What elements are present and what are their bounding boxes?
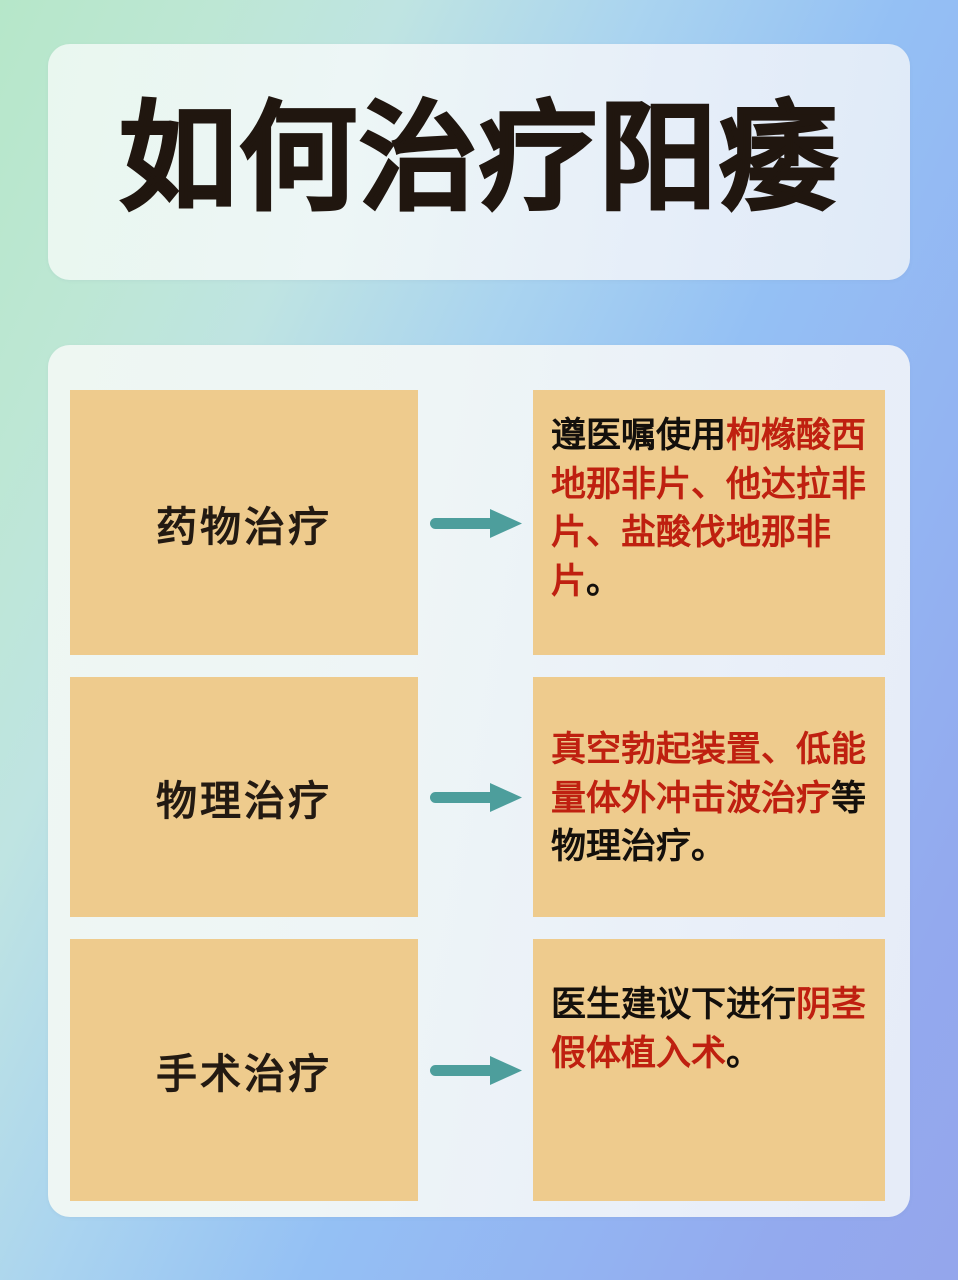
right-arrow-icon: [429, 508, 522, 538]
treatment-label: 药物治疗: [156, 502, 332, 551]
highlighted-term: 阴茎假体植入术: [551, 985, 867, 1074]
treatment-label-box: 药物治疗: [70, 390, 418, 655]
treatment-label: 手术治疗: [156, 1050, 332, 1098]
arrow-column: [418, 939, 533, 1201]
treatment-label-box: 物理治疗: [70, 677, 418, 917]
page-title: 如何治疗阳痿: [118, 89, 839, 228]
detail-text-segment: 等物理治疗。: [551, 778, 867, 868]
arrow-column: [418, 677, 533, 917]
right-arrow-icon: [429, 783, 522, 812]
detail-text-segment: 医生建议下进行: [551, 985, 797, 1025]
treatment-row: 物理治疗 真空勃起装置、低能量体外冲击波治疗等物理治疗。: [70, 677, 885, 917]
title-card: 如何治疗阳痿: [48, 44, 910, 280]
treatment-rows: 药物治疗 遵医嘱使用枸橼酸西地那非片、他达拉非片、盐酸伐地那非片。 物理治疗: [70, 390, 885, 1201]
content-card: 药物治疗 遵医嘱使用枸橼酸西地那非片、他达拉非片、盐酸伐地那非片。 物理治疗: [48, 345, 910, 1217]
treatment-detail-box: 医生建议下进行阴茎假体植入术。: [533, 939, 885, 1201]
treatment-label: 物理治疗: [156, 777, 332, 825]
treatment-detail: 真空勃起装置、低能量体外冲击波治疗等物理治疗。: [551, 726, 869, 872]
arrow-column: [418, 390, 533, 655]
treatment-detail: 医生建议下进行阴茎假体植入术。: [551, 981, 869, 1078]
highlighted-term: 枸橼酸西地那非片、他达拉非片、盐酸伐地那非片: [551, 416, 867, 602]
detail-text-segment: 遵医嘱使用: [551, 416, 727, 456]
detail-text-segment: 。: [586, 561, 622, 602]
treatment-detail-box: 真空勃起装置、低能量体外冲击波治疗等物理治疗。: [533, 677, 885, 917]
right-arrow-icon: [429, 1056, 522, 1085]
treatment-label-box: 手术治疗: [70, 939, 418, 1201]
highlighted-term: 真空勃起装置、低能量体外冲击波治疗: [551, 730, 867, 819]
treatment-row: 手术治疗 医生建议下进行阴茎假体植入术。: [70, 939, 885, 1201]
treatment-detail-box: 遵医嘱使用枸橼酸西地那非片、他达拉非片、盐酸伐地那非片。: [533, 390, 885, 655]
detail-text-segment: 。: [726, 1033, 762, 1074]
treatment-detail: 遵医嘱使用枸橼酸西地那非片、他达拉非片、盐酸伐地那非片。: [551, 412, 869, 607]
treatment-row: 药物治疗 遵医嘱使用枸橼酸西地那非片、他达拉非片、盐酸伐地那非片。: [70, 390, 885, 655]
